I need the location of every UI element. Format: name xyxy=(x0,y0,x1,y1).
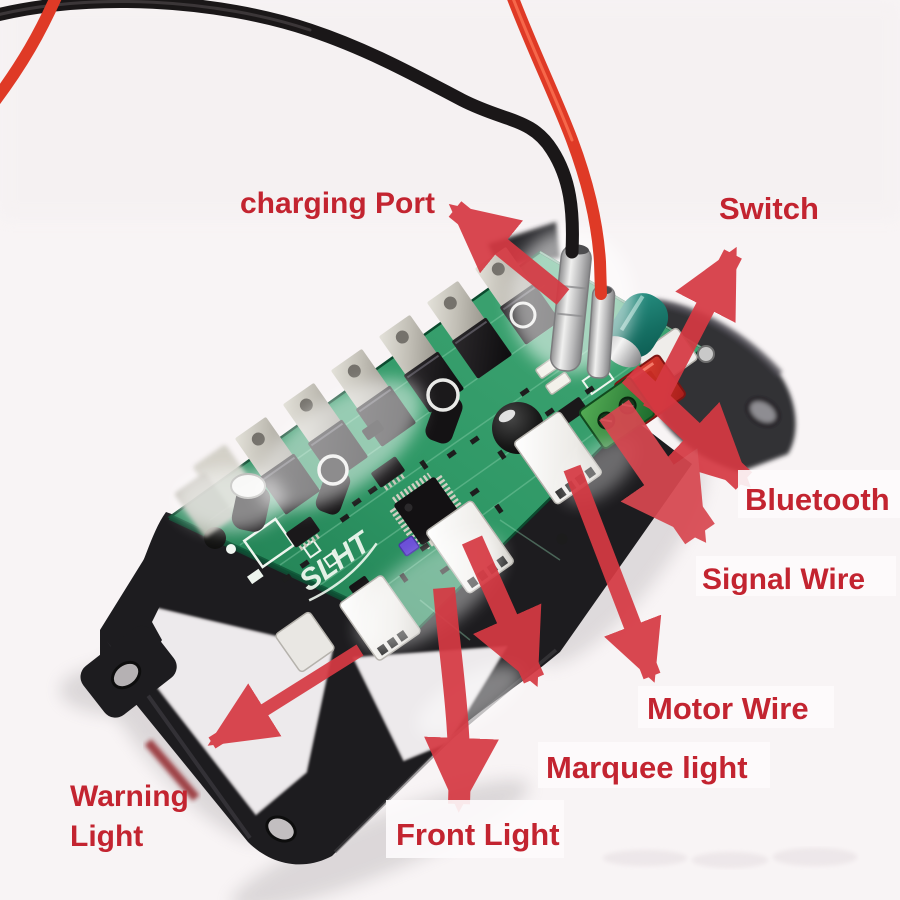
label-warning-line2: Light xyxy=(70,820,143,853)
signal-wire-arrow xyxy=(599,399,715,545)
screw-hole-left xyxy=(110,660,142,690)
mosfet-5 xyxy=(427,281,512,379)
bracket-left-arm xyxy=(102,512,194,660)
label-bluetooth: Bluetooth xyxy=(745,482,890,517)
bracket-stud xyxy=(556,533,568,545)
inductor-a xyxy=(425,378,463,444)
watermark-smudge xyxy=(603,848,857,868)
black-wire-highlight xyxy=(0,0,312,32)
label-warning-line1: Warning xyxy=(70,780,189,813)
callout-arrows xyxy=(207,201,753,813)
ceramic-resistor-2 xyxy=(545,372,572,395)
motor-wire-arrow xyxy=(563,464,662,683)
charging-port-arrow xyxy=(448,201,570,305)
label-front-light: Front Light xyxy=(396,817,560,852)
label-signal-wire: Signal Wire xyxy=(702,563,865,596)
label-backgrounds xyxy=(386,470,900,858)
bracket-screw xyxy=(697,345,715,363)
bracket-left-foot xyxy=(80,625,177,718)
front-light-arrow xyxy=(424,587,499,813)
label-marquee-light: Marquee light xyxy=(546,750,748,785)
purple-component xyxy=(398,535,420,557)
red-wire-highlight xyxy=(512,0,574,142)
screw-hole-bottom xyxy=(265,815,297,843)
power-wires xyxy=(0,0,607,300)
label-motor-wire: Motor Wire xyxy=(647,691,809,726)
warning-led-strip xyxy=(144,739,200,801)
marquee-light-arrow xyxy=(461,535,545,688)
charging-port-connectors xyxy=(549,244,616,379)
background-shading xyxy=(0,0,900,220)
bluetooth-arrow xyxy=(621,365,753,490)
warning-light-arrow xyxy=(207,644,364,749)
label-charging-port: charging Port xyxy=(240,187,435,220)
label-switch: Switch xyxy=(719,191,819,226)
red-wire-corner xyxy=(0,0,62,105)
jst-connector-4 xyxy=(275,611,335,673)
switch-arrow xyxy=(643,246,742,415)
annotation-labels: charging Port Switch Bluetooth Signal Wi… xyxy=(70,187,890,853)
